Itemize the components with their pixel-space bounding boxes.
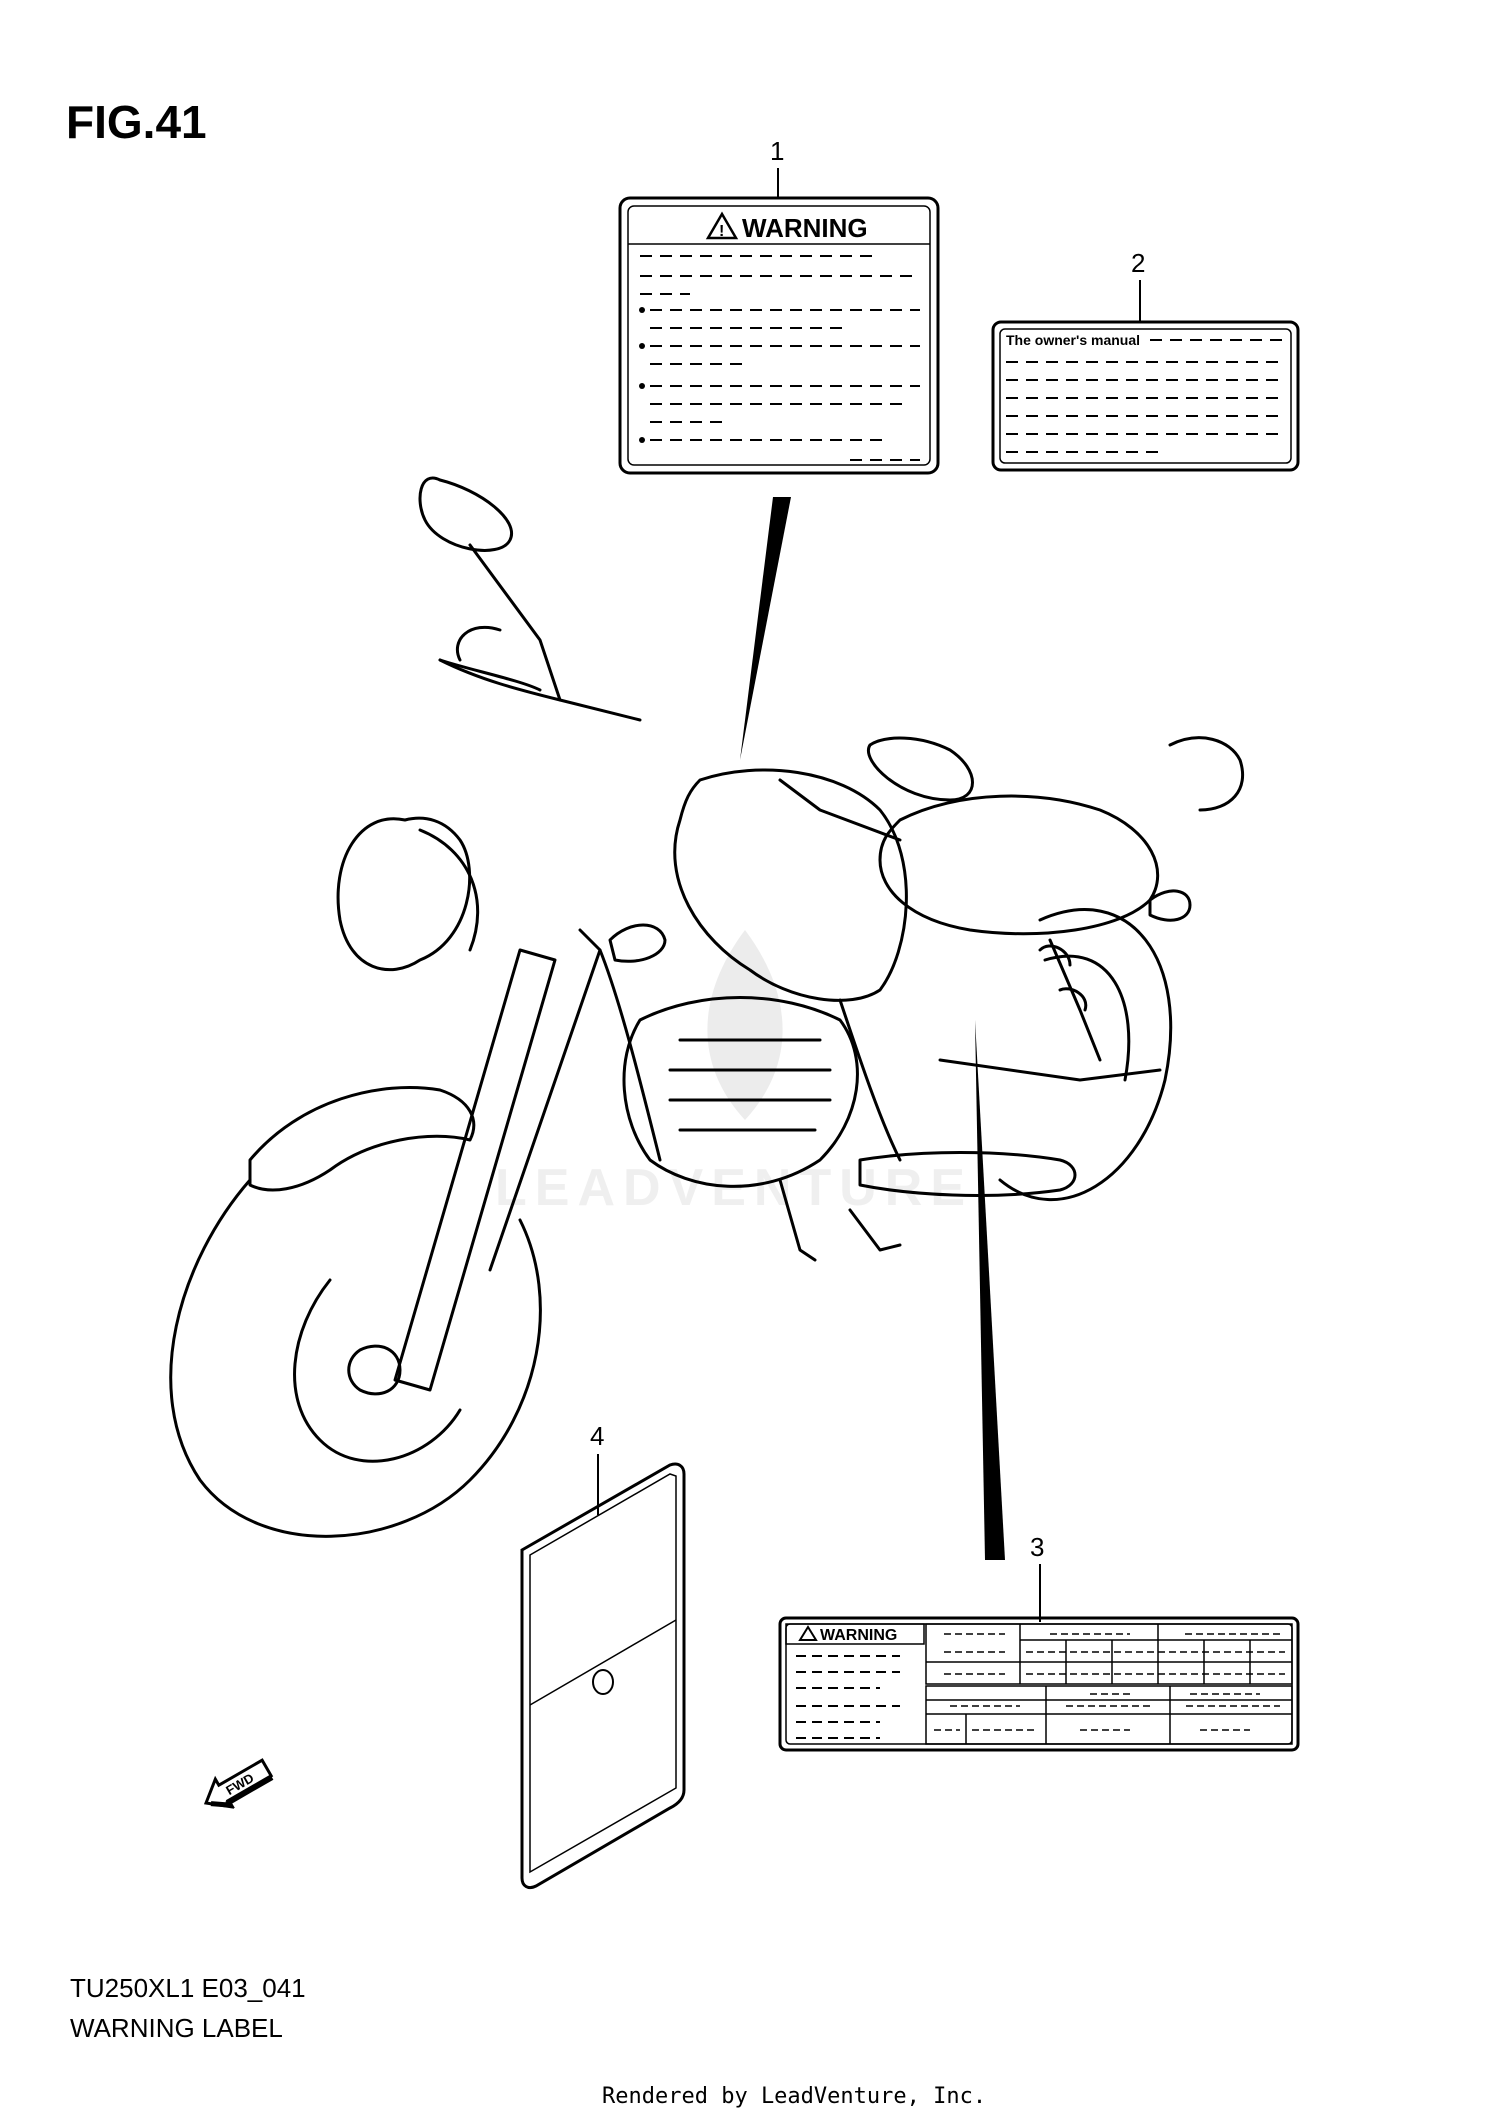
handlebar (438, 658, 642, 722)
motorcycle-drawing (169, 476, 1245, 1538)
front-turn-signal (608, 923, 667, 963)
label-2-inner (999, 328, 1292, 464)
label-3-outline (778, 1616, 1300, 1752)
fork-left (393, 948, 557, 1392)
rear-shock (1038, 938, 1102, 1062)
label-1-outline (618, 196, 940, 475)
label-3-text-lines (796, 1655, 900, 1739)
fuel-tank (673, 768, 908, 1002)
swingarm (938, 1058, 1162, 1082)
owners-manual-label-2: 2 The owner's manual (991, 248, 1300, 472)
front-fender (248, 1086, 476, 1192)
fork-right (488, 928, 602, 1272)
callout-1: 1 (770, 136, 784, 166)
callout-2: 2 (1131, 248, 1145, 278)
forward-arrow-icon: FWD (203, 1758, 274, 1809)
left-mirror-stem (468, 543, 562, 702)
right-grip (778, 778, 902, 842)
warning-label-3: 3 WARNING (778, 1532, 1300, 1752)
label-2-outline (991, 320, 1300, 472)
footer-credit: Rendered by LeadVenture, Inc. (602, 2084, 986, 2109)
figure-caption: WARNING LABEL (70, 2013, 283, 2043)
callout-4: 4 (590, 1421, 604, 1451)
label-2-heading: The owner's manual (1006, 332, 1140, 348)
rear-wheel (998, 908, 1173, 1201)
front-wheel-inner (293, 1278, 462, 1463)
leader-line-3 (975, 1020, 1005, 1560)
headlight-rim (418, 828, 480, 952)
frame-rail (838, 998, 902, 1162)
kickstand (778, 1178, 817, 1262)
engine-fins (668, 1038, 832, 1132)
clutch-lever (438, 658, 542, 692)
label-4-inner (529, 1473, 677, 1874)
label-3-warning-triangle-icon (798, 1625, 818, 1641)
label-1-inner (627, 205, 931, 466)
label-4-outline (520, 1462, 686, 1890)
tail (1168, 736, 1245, 812)
label-3-heading: WARNING (820, 1627, 897, 1644)
engine-block (622, 996, 859, 1188)
frame-down-tube (598, 948, 662, 1162)
left-grip (455, 625, 502, 662)
svg-text:!: ! (719, 223, 724, 240)
warning-label-1: 1 ! WARNING (618, 136, 940, 475)
seat (878, 794, 1160, 936)
front-hub (347, 1344, 402, 1396)
leader-line-1 (740, 497, 791, 760)
warning-triangle-icon (705, 211, 739, 240)
headlight (336, 816, 472, 972)
label-1-text-lines (640, 255, 920, 461)
label-4-divider (529, 1619, 677, 1706)
foot-peg (848, 1208, 902, 1252)
watermark-text: LEADVENTURE (495, 1159, 973, 1217)
callout-3: 3 (1030, 1532, 1044, 1562)
label-1-bullets (639, 307, 645, 443)
label-2-text-lines (1006, 339, 1285, 453)
label-3-table (925, 1623, 1293, 1745)
label-4-hole-icon (592, 1669, 614, 1695)
figure-title: FIG.41 (66, 96, 207, 148)
front-wheel (169, 1178, 542, 1538)
rear-turn-signal (1148, 889, 1192, 922)
clear-sheet-label-4: 4 (520, 1421, 686, 1890)
label-1-heading: WARNING (742, 213, 868, 243)
exhaust (858, 1151, 1077, 1197)
watermark: LEADVENTURE (495, 930, 973, 1217)
left-mirror (418, 476, 514, 552)
rear-wheel-inner (1043, 954, 1131, 1082)
model-code: TU250XL1 E03_041 (70, 1973, 306, 2003)
label-3-table-text (934, 1633, 1285, 1731)
right-mirror (867, 736, 974, 802)
watermark-flame-icon (707, 930, 783, 1120)
